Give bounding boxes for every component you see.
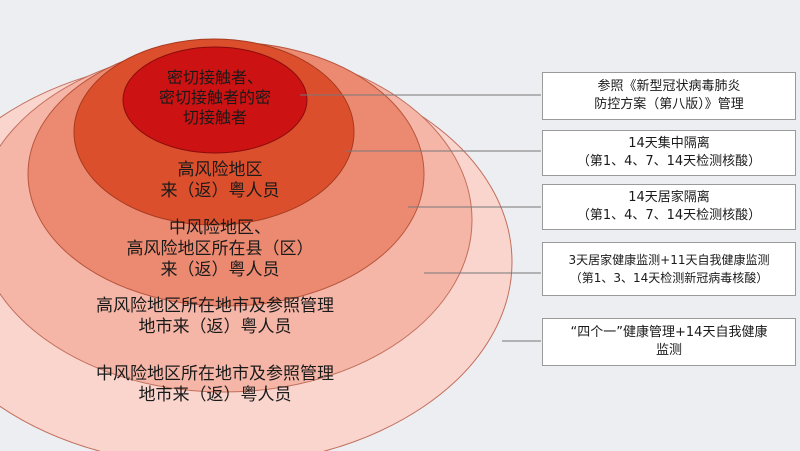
ring-5-label: 中风险地区所在地市及参照管理 地市来（返）粤人员 xyxy=(50,364,380,406)
measure-4-line-1: 3天居家健康监测+11天自我健康监测 xyxy=(568,253,770,267)
measure-box-5: “四个一”健康管理+14天自我健康 监测 xyxy=(542,318,796,366)
ring-3-line-2: 高风险地区所在县（区） xyxy=(126,239,314,259)
ring-1-label: 密切接触者、 密切接触者的密 切接触者 xyxy=(130,68,300,128)
ring-3-line-3: 来（返）粤人员 xyxy=(160,260,280,280)
ring-1-line-2: 密切接触者的密 xyxy=(158,88,271,107)
measure-1-line-2: 防控方案（第八版）》管理 xyxy=(594,97,744,112)
ring-5-line-2: 地市来（返）粤人员 xyxy=(138,385,292,405)
ring-2-label: 高风险地区 来（返）粤人员 xyxy=(120,160,320,202)
ring-3-label: 中风险地区、 高风险地区所在县（区） 来（返）粤人员 xyxy=(90,218,350,281)
measure-3-line-1: 14天居家隔离 xyxy=(628,190,710,205)
measure-2-line-1: 14天集中隔离 xyxy=(628,136,710,151)
ring-1-line-3: 切接触者 xyxy=(182,108,247,127)
ring-4-line-2: 地市来（返）粤人员 xyxy=(138,317,292,337)
measure-5-line-2: 监测 xyxy=(655,343,682,358)
ring-1-ellipse xyxy=(122,46,308,154)
measure-box-4: 3天居家健康监测+11天自我健康监测 （第1、3、14天检测新冠病毒核酸） xyxy=(542,242,796,296)
measure-box-2: 14天集中隔离 （第1、4、7、14天检测核酸） xyxy=(542,130,796,176)
ring-1-line-1: 密切接触者、 xyxy=(166,68,263,87)
ring-2-line-2: 来（返）粤人员 xyxy=(160,181,280,201)
ring-5-line-1: 中风险地区所在地市及参照管理 xyxy=(96,364,334,384)
measure-5-line-1: “四个一”健康管理+14天自我健康 xyxy=(570,325,768,340)
measure-box-1: 参照《新型冠状病毒肺炎 防控方案（第八版）》管理 xyxy=(542,72,796,120)
measure-box-3: 14天居家隔离 （第1、4、7、14天检测核酸） xyxy=(542,184,796,230)
ring-3-line-1: 中风险地区、 xyxy=(169,218,271,238)
measure-3-line-2: （第1、4、7、14天检测核酸） xyxy=(576,208,762,223)
measure-4-line-2: （第1、3、14天检测新冠病毒核酸） xyxy=(569,271,769,285)
measure-1-line-1: 参照《新型冠状病毒肺炎 xyxy=(597,79,741,94)
ring-4-label: 高风险地区所在地市及参照管理 地市来（返）粤人员 xyxy=(50,296,380,338)
ring-4-line-1: 高风险地区所在地市及参照管理 xyxy=(96,296,334,316)
ring-2-line-1: 高风险地区 xyxy=(177,160,263,180)
measure-2-line-2: （第1、4、7、14天检测核酸） xyxy=(576,154,762,169)
